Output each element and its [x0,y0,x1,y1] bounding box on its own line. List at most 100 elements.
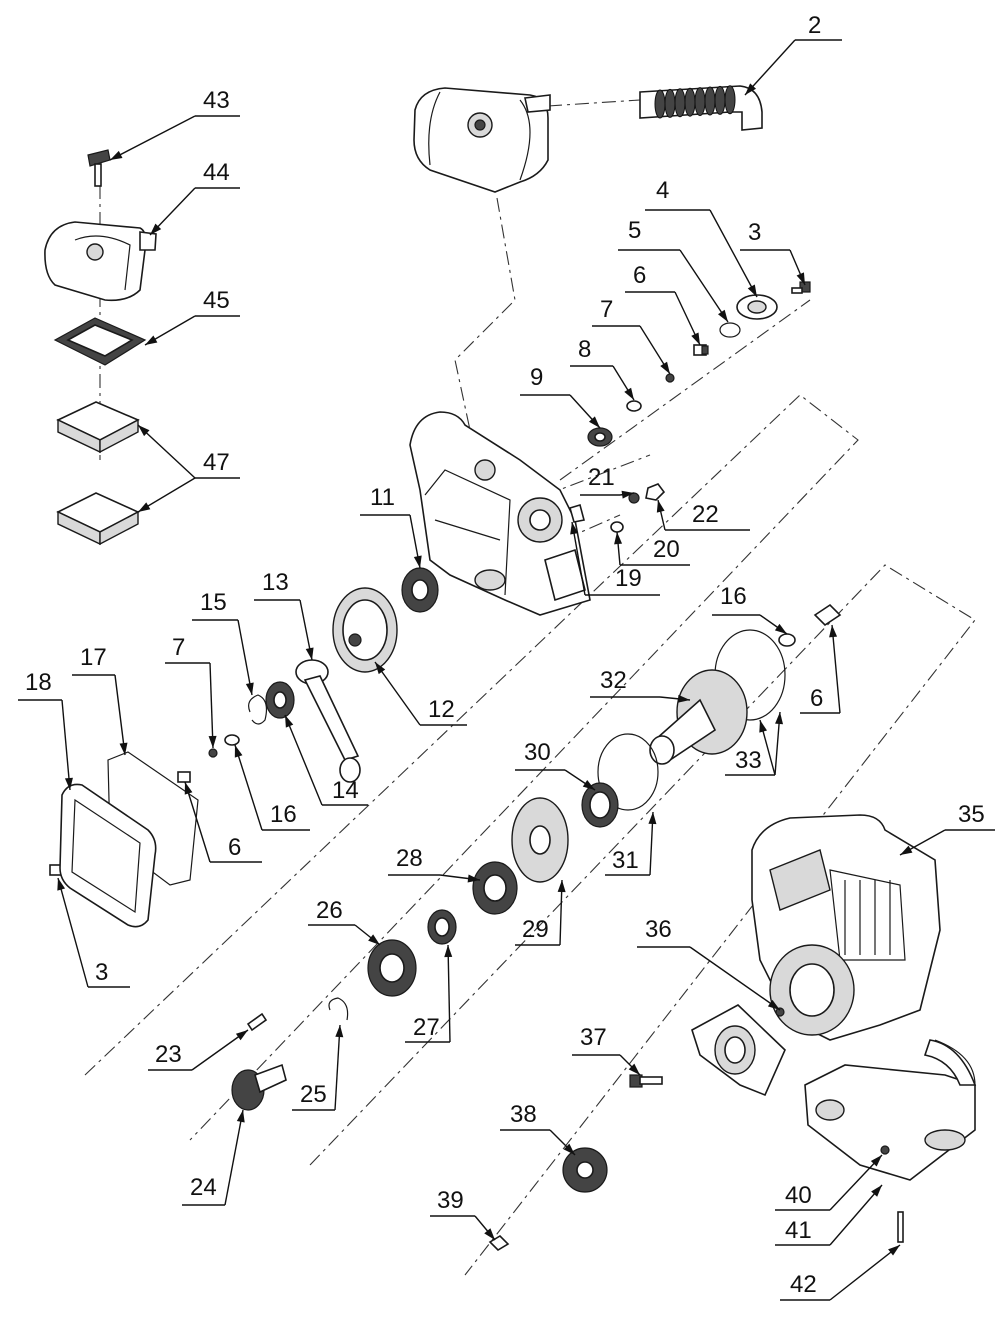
callout-label-47: 47 [203,449,230,476]
leader-arrowhead-24 [236,1110,245,1123]
callout-label-11: 11 [370,484,395,511]
hose-rib [654,89,666,119]
leader-line-7b [209,662,214,749]
callout-label-29: 29 [522,916,549,943]
part-30-seal [581,782,619,828]
leader-arrowhead-41 [871,1185,882,1197]
part-14-bearing [265,681,295,719]
part-6-bolt [693,344,709,356]
part-11-bearing [401,567,439,613]
callout-label-7a: 7 [600,296,613,323]
leader-arrowhead-44 [150,223,162,235]
callout-label-33: 33 [735,747,762,774]
leader-arrowhead-4 [747,284,757,297]
leader-arrowhead-36 [767,999,780,1010]
callout-label-19: 19 [615,565,642,592]
part-22-nut [645,483,666,501]
callout-label-4: 4 [656,177,669,204]
leader-arrowhead-6a [691,332,700,345]
leader-arrowhead-7a [660,361,670,374]
callout-label-3b: 3 [95,959,108,986]
callout-label-31: 31 [612,847,639,874]
leader-arrowhead-38 [563,1143,575,1155]
callout-label-17: 17 [80,644,107,671]
part-12-gear [332,587,398,673]
callout-label-8: 8 [578,336,591,363]
part-16-washer-right [778,633,796,647]
leader-arrowhead-7b [208,735,217,748]
callout-labels: 2345678911121314151616171819202122232425… [25,12,985,1298]
leader-arrowhead-16a [234,745,243,758]
leader-arrowhead-33 [759,720,768,733]
callout-label-16b: 16 [720,583,747,610]
leader-arrowhead-11 [413,555,422,568]
leader-arrowhead-3a [796,272,805,285]
leader-line-6c [831,624,841,714]
callout-label-12: 12 [428,696,455,723]
leader-arrowhead-21 [621,490,634,499]
leader-arrowhead-47 [138,425,150,437]
callout-label-23: 23 [155,1041,182,1068]
leader-arrowhead-29 [557,880,566,893]
part-29-disc [511,797,569,883]
callout-label-26: 26 [316,897,343,924]
hose-rib [704,86,716,116]
part-40-41-base-plate [804,1039,977,1181]
leader-arrowhead-35 [900,845,913,855]
leader-line-42 [829,1244,901,1301]
leader-line-2 [744,39,796,96]
callout-label-2: 2 [808,12,821,39]
part-8-washer [626,400,642,412]
leader-arrowhead-42 [888,1245,900,1256]
leader-arrowhead-18 [64,777,73,790]
part-32-sleeve [649,669,748,765]
part-16-washer-left [224,734,240,746]
leader-arrowhead-16b [774,623,787,634]
part-18-cover [59,783,157,928]
leader-line-16a [234,744,263,831]
leader-line-43 [109,115,196,161]
leader-arrowhead-25 [335,1025,344,1038]
leader-arrowhead-22 [656,500,665,513]
leader-line-47 [137,424,196,479]
callout-label-6c: 6 [810,685,823,712]
callout-label-24: 24 [190,1174,217,1201]
air-filter-housing [413,87,551,193]
hose-rib [724,85,736,115]
leader-arrowhead-28 [467,874,480,883]
callout-label-25: 25 [300,1081,327,1108]
leader-arrowhead-2 [745,83,757,95]
callout-label-32: 32 [600,667,627,694]
leader-arrowhead-12 [375,662,386,675]
callout-label-15: 15 [200,589,227,616]
leader-line-18 [61,699,71,791]
part-9-bearing [587,427,613,447]
part-26-bearing [367,939,417,997]
callout-label-45: 45 [203,287,230,314]
leader-line-19 [571,521,586,596]
part-37-bolt [629,1074,663,1088]
leader-arrowhead-6b [184,782,193,795]
part-19-stud [569,503,585,523]
part-35-engine [751,814,941,1041]
callout-label-28: 28 [396,845,423,872]
part-47-filter-upper [56,401,140,454]
part-27-bushing [427,909,457,945]
leader-arrowhead-15 [245,682,254,695]
part-31-oring [597,733,659,811]
part-2-hose [639,85,763,131]
callout-label-14: 14 [332,777,359,804]
leader-arrowhead-3b [57,878,66,891]
part-48-flange [691,1004,786,1097]
leader-arrowhead-39 [484,1228,495,1240]
part-45-gasket [53,317,147,366]
callout-label-42: 42 [790,1271,817,1298]
callout-label-22: 22 [692,501,719,528]
leader-line-40 [829,1154,883,1211]
callout-label-6a: 6 [633,262,646,289]
part-43-knob [87,149,111,187]
part-44-cover [44,221,157,302]
part-25-circlip [328,997,349,1021]
part-28-bearing [472,861,518,915]
